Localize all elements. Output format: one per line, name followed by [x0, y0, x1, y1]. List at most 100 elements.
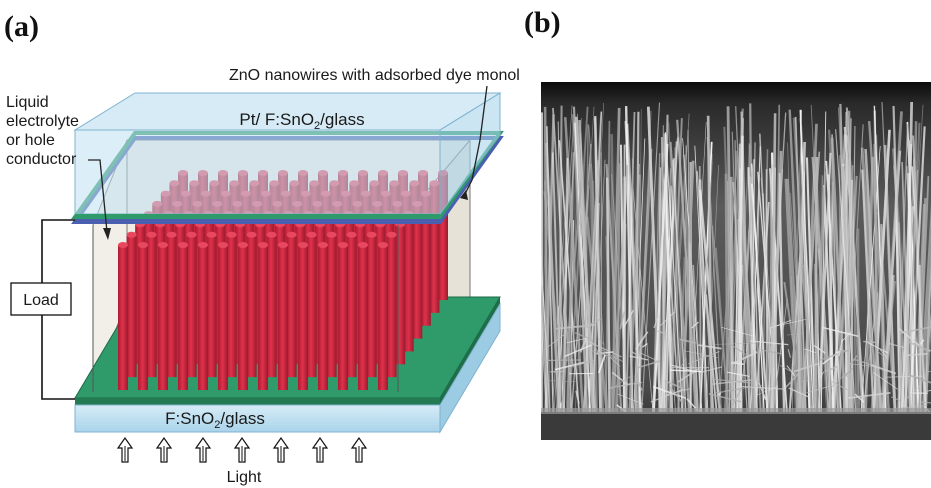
nanowire-cap — [158, 242, 168, 248]
sem-nanorod — [698, 153, 714, 413]
sem-nanorod — [657, 330, 669, 336]
sem-nanorod — [729, 176, 735, 413]
sem-nanorod — [650, 388, 684, 403]
nanowire — [166, 234, 177, 378]
load-box — [10, 282, 72, 316]
sem-nanorod — [745, 344, 748, 352]
dssc-schematic: Pt/ F:SnO2/glass F:SnO2/glass ZnO nanowi… — [6, 67, 520, 486]
sem-nanorod — [885, 375, 923, 378]
sem-nanorod — [556, 324, 596, 330]
sem-nanorod — [691, 321, 699, 329]
nanowire — [278, 245, 288, 390]
sem-nanorod — [854, 393, 865, 403]
sem-nanorod — [750, 183, 769, 413]
bottom-fto-front — [75, 398, 440, 405]
sem-nanorod — [660, 137, 679, 413]
sem-substrate — [541, 412, 931, 440]
sem-nanorod — [558, 105, 563, 413]
nanowire — [238, 245, 248, 390]
nanowire — [206, 234, 217, 378]
nanowire-cap — [226, 231, 237, 238]
sem-nanorod — [772, 298, 788, 413]
nanowire-cap — [126, 231, 137, 238]
sem-nanorod — [590, 318, 601, 325]
sem-nanorod — [637, 395, 640, 408]
nanowire — [158, 245, 168, 390]
sem-nanorod — [611, 173, 629, 413]
sem-nanorod — [920, 339, 925, 345]
nanowire — [386, 234, 397, 378]
bottom-plate-label: F:SnO2/glass — [165, 409, 265, 431]
top-glass-side — [439, 92, 501, 216]
sem-nanorod — [810, 104, 827, 413]
nanowire-cap — [206, 231, 217, 238]
load-label: Load — [23, 292, 59, 309]
sem-nanorod — [787, 332, 804, 336]
top-glass-front — [74, 129, 441, 215]
sem-nanorod — [784, 178, 799, 413]
circuit-wire-bottom — [41, 315, 75, 400]
sem-nanorod — [554, 361, 585, 371]
sem-nanorod — [665, 388, 690, 396]
sem-nanorod — [688, 242, 699, 413]
sem-micrograph — [541, 82, 931, 440]
sem-nanorod — [749, 340, 789, 346]
sem-nanorod — [546, 126, 554, 413]
sem-nanorod — [801, 378, 812, 382]
nanowire — [366, 234, 377, 378]
sem-nanorod — [706, 115, 714, 413]
sem-nanorod — [906, 385, 921, 399]
sem-nanorod — [608, 375, 632, 391]
nanowire-cap — [358, 242, 368, 248]
sem-nanorod — [799, 118, 814, 413]
top-fto-front — [75, 214, 440, 219]
nanowire — [429, 183, 440, 313]
sem-nanorod — [760, 349, 782, 355]
sem-nanorod — [619, 311, 626, 330]
sem-nanorod — [738, 143, 743, 413]
sem-nanorod — [730, 344, 750, 358]
sem-nanorod — [605, 164, 623, 413]
sem-nanorod — [592, 350, 621, 361]
nanowire — [326, 234, 337, 378]
nanowire-cap — [138, 242, 148, 248]
sem-nanorod — [897, 123, 909, 413]
nanowire-cap — [198, 242, 208, 248]
sem-nanorod — [553, 120, 575, 413]
sem-nanorod — [836, 349, 850, 352]
sem-nanorod — [566, 337, 588, 344]
nanowire-cap — [218, 242, 228, 248]
sem-nanorod — [588, 341, 622, 358]
sem-nanorod — [559, 402, 562, 409]
sem-nanorod — [664, 131, 683, 413]
sem-nanorod — [730, 351, 758, 365]
sem-nanorod — [848, 391, 891, 399]
nanowire — [412, 203, 423, 339]
sem-nanorod — [757, 386, 779, 396]
panel-label-b: (b) — [524, 6, 561, 39]
sem-nanorod — [907, 340, 931, 353]
nanowire — [146, 234, 157, 378]
nanowire — [178, 245, 188, 390]
sem-nanorod — [634, 375, 643, 391]
sem-nanorod — [731, 389, 742, 406]
sem-nanorod — [864, 156, 874, 413]
nanowire — [258, 245, 268, 390]
sem-nanorod — [598, 338, 605, 345]
sem-nanorod — [817, 152, 832, 413]
sem-nanorod — [822, 348, 843, 365]
nanowire-cap — [258, 242, 268, 248]
sem-nanorod — [796, 275, 802, 413]
sem-nanorod — [897, 326, 920, 346]
sem-nanorod — [678, 357, 687, 372]
nanowire — [298, 245, 308, 390]
nanowire — [138, 245, 148, 390]
sem-nanorod — [824, 365, 838, 373]
sem-nanorod — [925, 319, 931, 413]
sem-nanorod — [605, 177, 611, 413]
sem-nanorod — [831, 372, 848, 387]
sem-nanorod — [754, 174, 761, 413]
sem-nanorod — [575, 390, 580, 404]
nanowire — [420, 193, 431, 326]
nanowire — [378, 245, 388, 390]
